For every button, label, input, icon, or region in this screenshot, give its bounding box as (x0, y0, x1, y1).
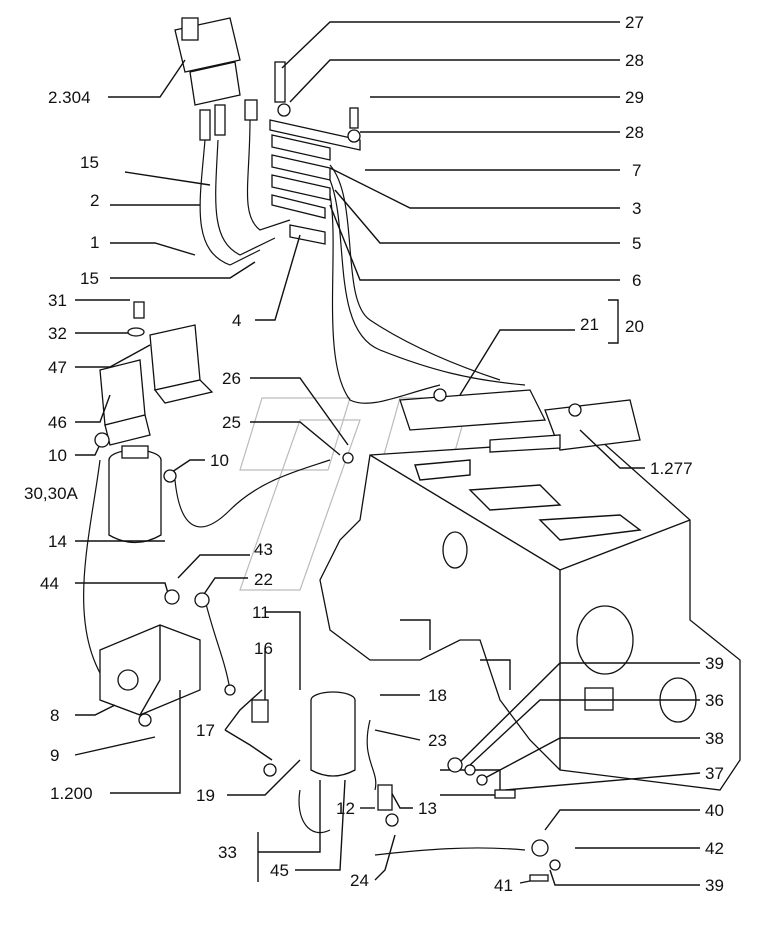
label-4: 4 (232, 311, 241, 330)
label-22: 22 (254, 570, 273, 589)
label-26: 26 (222, 369, 241, 388)
label-5: 5 (632, 234, 641, 253)
label-43: 43 (254, 540, 273, 559)
label-18: 18 (428, 686, 447, 705)
tractor-frame (319, 388, 741, 791)
hoses (83, 119, 526, 856)
label-20: 20 (625, 317, 644, 336)
label-39: 39 (705, 876, 724, 895)
leader-lines (74, 21, 701, 886)
label-2: 2 (90, 191, 99, 210)
label-15: 15 (80, 269, 99, 288)
label-10: 10 (210, 451, 229, 470)
label-1-200: 1.200 (50, 784, 93, 803)
label-41: 41 (494, 876, 513, 895)
label-11: 11 (252, 603, 270, 622)
label-39: 39 (705, 654, 724, 673)
control-valve (174, 17, 258, 141)
label-47: 47 (48, 358, 67, 377)
small-parts (94, 301, 561, 882)
label-23: 23 (428, 731, 447, 750)
callout-labels: 27 28 29 28 7 3 5 6 21 20 1.277 2.304 15… (24, 13, 724, 895)
bracket-47 (149, 324, 214, 404)
label-6: 6 (632, 271, 641, 290)
label-45: 45 (270, 861, 289, 880)
label-27: 27 (625, 13, 644, 32)
label-46: 46 (48, 413, 67, 432)
label-33: 33 (218, 843, 237, 862)
label-36: 36 (705, 691, 724, 710)
label-14: 14 (48, 532, 67, 551)
bracket-46 (99, 359, 151, 446)
label-1: 1 (90, 233, 99, 252)
label-17: 17 (196, 721, 215, 740)
label-9: 9 (50, 746, 59, 765)
label-10: 10 (48, 446, 67, 465)
label-24: 24 (350, 871, 369, 890)
label-13: 13 (418, 799, 437, 818)
pump-1200 (99, 624, 201, 716)
label-21: 21 (580, 315, 599, 334)
label-15: 15 (80, 153, 99, 172)
label-3: 3 (632, 199, 641, 218)
label-19: 19 (196, 786, 215, 805)
label-8: 8 (50, 706, 59, 725)
filter-30 (108, 445, 162, 544)
label-37: 37 (705, 764, 724, 783)
label-29: 29 (625, 88, 644, 107)
label-12: 12 (336, 799, 355, 818)
label-2-304: 2.304 (48, 88, 91, 107)
label-1-277: 1.277 (650, 459, 693, 478)
label-25: 25 (222, 413, 241, 432)
label-32: 32 (48, 324, 67, 343)
label-31: 31 (48, 291, 67, 310)
label-16: 16 (254, 639, 273, 658)
label-30-30a: 30,30A (24, 484, 79, 503)
label-7: 7 (632, 161, 641, 180)
label-44: 44 (40, 574, 59, 593)
label-28: 28 (625, 51, 644, 70)
label-40: 40 (705, 801, 724, 820)
label-42: 42 (705, 839, 724, 858)
filter-33 (310, 691, 356, 777)
label-38: 38 (705, 729, 724, 748)
label-28: 28 (625, 123, 644, 142)
